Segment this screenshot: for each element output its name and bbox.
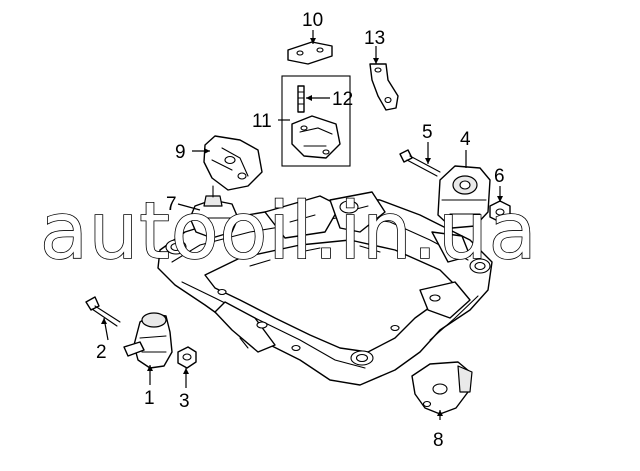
callout-13: 13 [364,28,385,49]
leader-lines [101,30,503,420]
part-3-nut [177,346,197,369]
callout-7: 7 [166,194,177,215]
callout-8: 8 [433,430,444,451]
part-9-bracket [203,135,263,191]
part-1-mount [123,312,173,369]
part-2-bolt [85,296,121,327]
callout-10: 10 [302,10,323,31]
callout-5: 5 [422,122,433,143]
callout-4: 4 [460,129,471,150]
part-12-stud [297,85,305,113]
subframe [157,191,493,386]
callout-12: 12 [332,89,353,110]
part-11-assembly [281,75,351,167]
part-10-plate [287,41,333,65]
part-7-mount [189,185,239,239]
callout-9: 9 [175,142,186,163]
callout-2: 2 [96,342,107,363]
part-5-bolt [399,149,441,177]
part-4-mount [437,165,491,229]
callout-1: 1 [144,388,155,409]
callout-11: 11 [252,111,272,132]
watermark-text: autooil.in.ua [40,187,538,277]
part-13-bracket [369,63,399,111]
part-8-bracket [411,361,473,415]
callout-3: 3 [179,391,190,412]
callout-6: 6 [494,166,505,187]
